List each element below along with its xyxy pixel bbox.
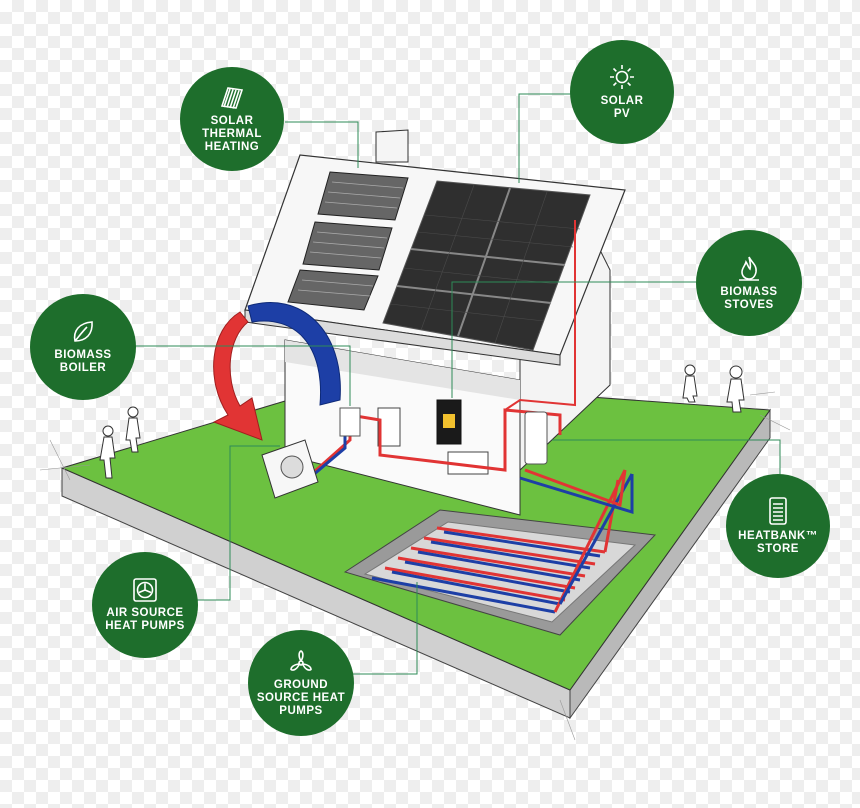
biomass-stove [436, 399, 462, 445]
flame-icon [736, 254, 762, 282]
air-flow-arrow-warm [212, 311, 263, 441]
biomass-boiler-badge[interactable]: BIOMASS BOILER [30, 294, 136, 400]
heatbank-store-label: HEATBANK™ STORE [738, 530, 818, 555]
solar-pv-panels [382, 180, 591, 351]
propeller-icon [288, 649, 314, 675]
heat-store-icon [767, 496, 789, 526]
solar-thermal-heating-label: SOLAR THERMAL HEATING [202, 114, 262, 153]
heatbank-store-badge[interactable]: HEATBANK™ STORE [726, 474, 830, 578]
biomass-boiler-label: BIOMASS BOILER [54, 349, 112, 374]
solar-thermal-panels [287, 171, 409, 311]
biomass-stoves-badge[interactable]: BIOMASS STOVES [696, 230, 802, 336]
ground-source-heat-pumps-badge[interactable]: GROUND SOURCE HEAT PUMPS [248, 630, 354, 736]
heatbank-cylinder [524, 411, 548, 465]
house-windows [377, 407, 489, 475]
chimney [375, 129, 409, 163]
solar-thermal-heating-badge[interactable]: SOLAR THERMAL HEATING [180, 67, 284, 171]
person-figures [99, 364, 745, 479]
air-source-heat-pumps-badge[interactable]: AIR SOURCE HEAT PUMPS [92, 552, 198, 658]
sun-icon [608, 63, 636, 91]
sketch-lines [39, 391, 791, 741]
biomass-boiler-unit [339, 407, 361, 437]
fan-icon [132, 577, 158, 603]
solar-pv-label: SOLAR PV [600, 95, 644, 120]
ground-source-heat-pumps-label: GROUND SOURCE HEAT PUMPS [256, 678, 346, 717]
leaf-icon [70, 319, 96, 345]
solar-thermal-panel-icon [219, 85, 245, 111]
air-source-heat-pumps-label: AIR SOURCE HEAT PUMPS [105, 607, 185, 632]
biomass-stoves-label: BIOMASS STOVES [720, 286, 778, 311]
air-source-heat-pump-unit [261, 439, 319, 499]
solar-pv-badge[interactable]: SOLAR PV [570, 40, 674, 144]
house-wall-shadow [285, 340, 520, 400]
air-flow-arrow-cold [247, 301, 341, 406]
